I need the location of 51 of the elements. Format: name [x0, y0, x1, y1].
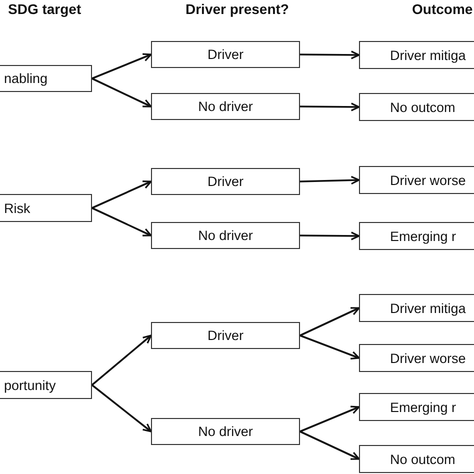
arrow: [300, 406, 360, 432]
process-box: [151, 41, 300, 68]
box-label: No outcom: [390, 100, 456, 114]
arrow: [300, 50, 360, 60]
arrow: [300, 102, 360, 112]
box-label: No driver: [198, 99, 253, 114]
arrow: [300, 334, 360, 360]
process-box: [359, 393, 474, 421]
process-box: [359, 294, 474, 322]
process-box: [359, 166, 474, 194]
arrow: [300, 430, 360, 460]
arrow: [91, 384, 152, 432]
process-box: [359, 41, 474, 69]
process-box: [359, 93, 474, 121]
box-label: Driver mitiga: [390, 300, 466, 316]
box-label: Driver worse: [390, 172, 466, 188]
process-box: [0, 194, 92, 222]
column-header: SDG target: [8, 0, 82, 18]
process-box: [359, 222, 474, 250]
box-label: Driver worse: [390, 350, 466, 366]
process-box: [151, 168, 300, 195]
box-label: Emerging r: [390, 400, 456, 414]
process-box: [151, 418, 300, 445]
box-label: Driver: [208, 47, 244, 62]
arrow: [91, 334, 152, 386]
box-label: portunity: [4, 378, 56, 392]
box-label: Driver: [208, 174, 244, 189]
process-box: [359, 445, 474, 473]
box-label: nabling: [4, 71, 48, 86]
arrow: [300, 176, 360, 185]
process-box: [0, 371, 92, 399]
box-label: No driver: [198, 424, 253, 439]
arrow: [300, 232, 360, 240]
arrow: [92, 53, 152, 80]
column-header: Outcome: [412, 0, 473, 18]
box-label: Driver: [208, 328, 244, 343]
process-box: [151, 222, 300, 249]
process-box: [151, 322, 300, 349]
box-label: No driver: [198, 228, 253, 243]
process-box: [0, 65, 92, 92]
arrow: [92, 78, 152, 108]
box-label: Driver mitiga: [390, 48, 466, 62]
box-label: Risk: [4, 200, 30, 216]
column-header: Driver present?: [186, 0, 289, 18]
arrow: [300, 307, 360, 336]
process-box: [359, 344, 474, 372]
box-label: No outcom: [390, 452, 456, 466]
arrow: [92, 207, 152, 236]
arrow: [92, 180, 152, 209]
box-label: Emerging r: [390, 228, 456, 244]
process-box: [151, 93, 300, 120]
